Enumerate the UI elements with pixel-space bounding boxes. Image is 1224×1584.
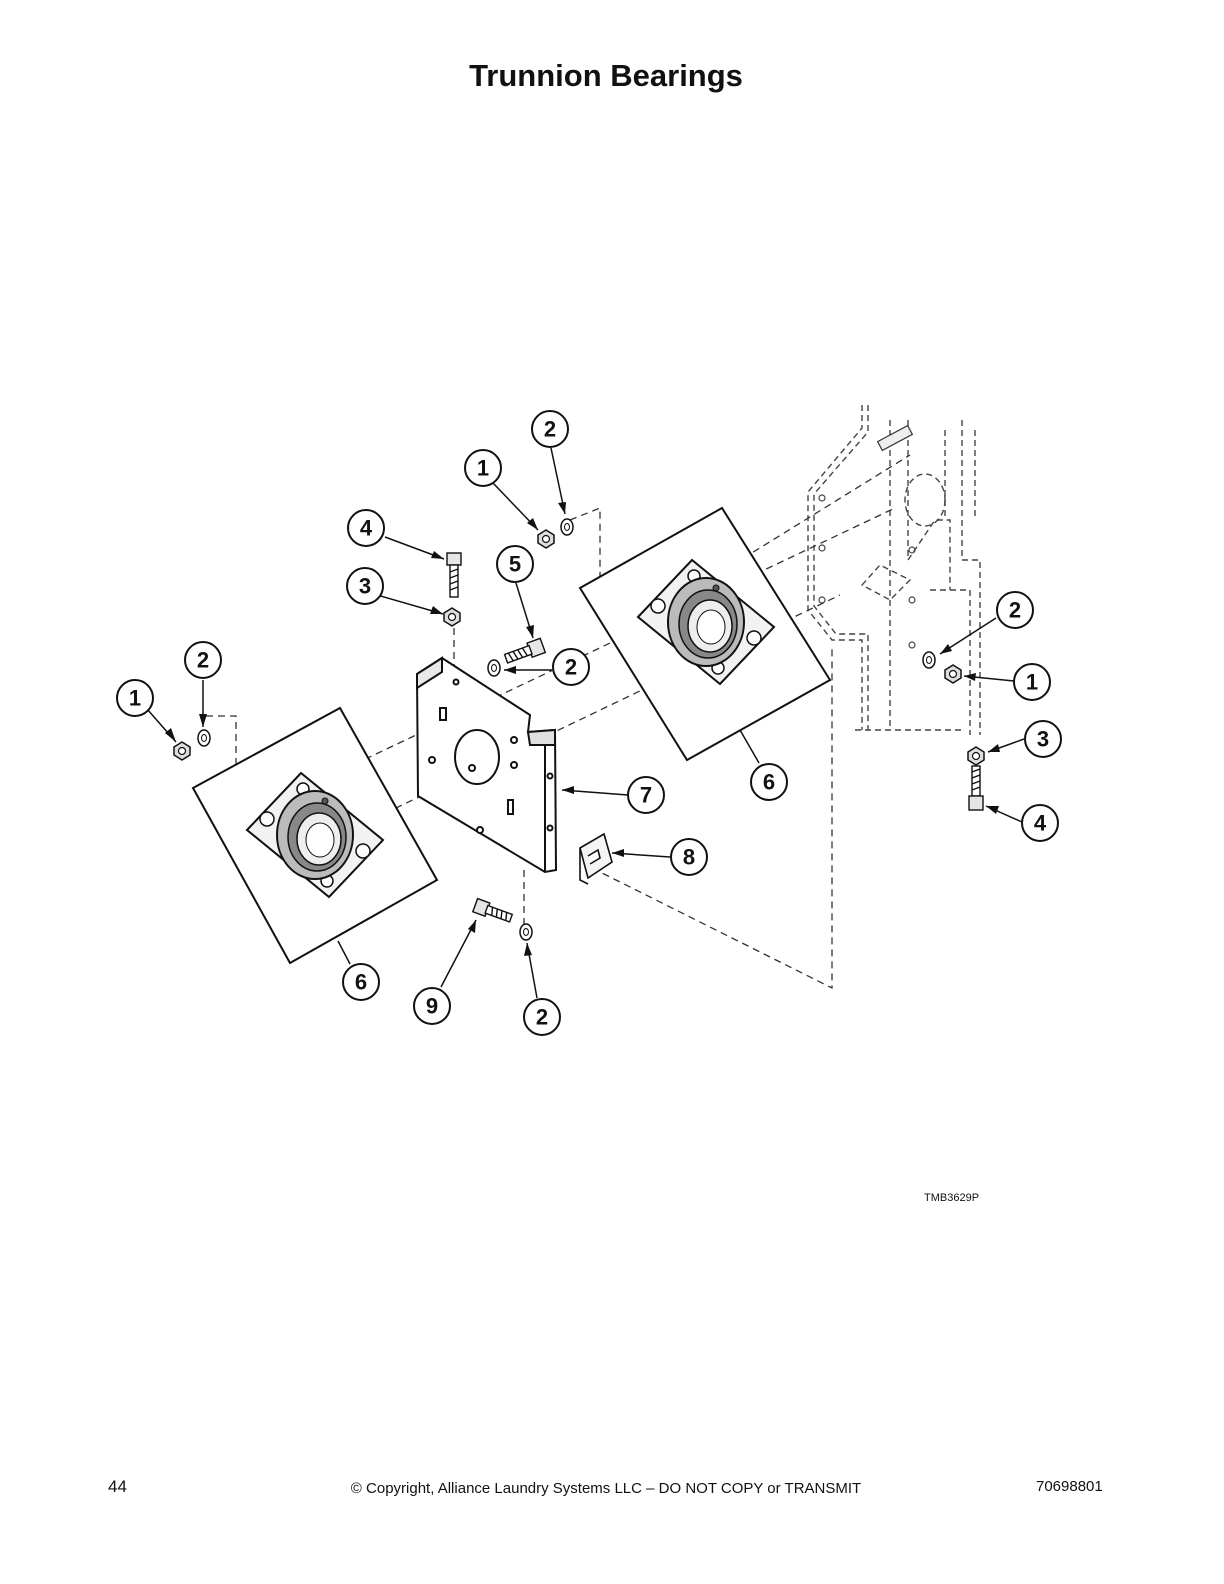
callout-bubble [116, 679, 154, 717]
copyright-notice: © Copyright, Alliance Laundry Systems LL… [350, 1480, 862, 1497]
callout-label: 2 [197, 648, 209, 673]
callout-label: 1 [1026, 670, 1038, 695]
callout-bubble [413, 987, 451, 1025]
callout-label: 5 [509, 552, 521, 577]
callout-label: 4 [360, 516, 373, 541]
callout-bubble [531, 410, 569, 448]
callout-bubble [627, 776, 665, 814]
callout-label: 1 [129, 686, 141, 711]
callout-label: 2 [1009, 598, 1021, 623]
bearing-assembly-right [578, 506, 832, 762]
page-title: Trunnion Bearings [469, 58, 743, 93]
callout-label: 6 [763, 770, 775, 795]
machine-frame-outline [807, 405, 981, 735]
callout-bubble [1024, 720, 1062, 758]
callout-label: 2 [565, 655, 577, 680]
callout-label: 6 [355, 970, 367, 995]
callout-bubble [523, 998, 561, 1036]
callout-label: 3 [359, 574, 371, 599]
clip [579, 832, 613, 885]
callout-label: 1 [477, 456, 489, 481]
callout-bubble [496, 545, 534, 583]
callout-bubble [996, 591, 1034, 629]
document-number: 70698801 [1036, 1478, 1103, 1495]
callout-labels: 1 2 1 2 4 3 5 2 2 1 3 4 7 8 6 6 9 2 [129, 417, 1049, 1030]
callout-label: 3 [1037, 727, 1049, 752]
bearing-assembly-left [191, 706, 439, 965]
callout-bubble [347, 509, 385, 547]
callout-bubble [184, 641, 222, 679]
callout-bubble [342, 963, 380, 1001]
callout-label: 8 [683, 845, 695, 870]
leader-arrowheads [165, 502, 1000, 956]
callout-bubble [670, 838, 708, 876]
callout-label: 7 [640, 783, 652, 808]
callout-bubble [346, 567, 384, 605]
callout-label: 2 [536, 1005, 548, 1030]
mounting-bracket [415, 656, 558, 874]
callout-bubble [750, 763, 788, 801]
frame-stud [876, 424, 914, 452]
callout-bubble [1013, 663, 1051, 701]
callout-label: 4 [1034, 811, 1047, 836]
callouts [116, 410, 1062, 1036]
frame-holes [818, 494, 916, 649]
callout-bubble [464, 449, 502, 487]
hardware [173, 518, 985, 941]
callout-label: 2 [544, 417, 556, 442]
page-number: 44 [108, 1477, 127, 1496]
callout-bubble [552, 648, 590, 686]
figure-id: TMB3629P [924, 1192, 980, 1204]
callout-label: 9 [426, 994, 438, 1019]
callout-bubble [1021, 804, 1059, 842]
